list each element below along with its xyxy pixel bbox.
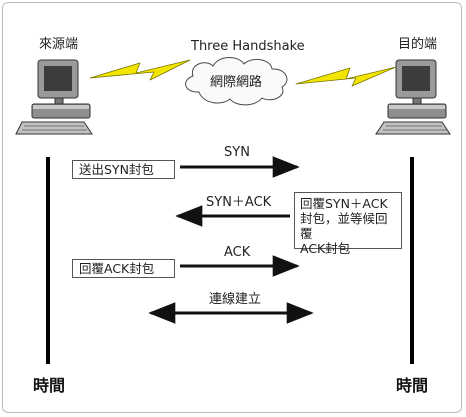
- syn-ack-label: SYN＋ACK: [206, 195, 272, 210]
- right-lightning-icon: [295, 66, 397, 87]
- left-lightning-icon: [89, 59, 191, 81]
- destination-label: 目的端: [398, 37, 438, 52]
- syn-label: SYN: [224, 145, 250, 160]
- destination-computer-icon: [375, 59, 451, 135]
- connection-established-label: 連線建立: [209, 292, 262, 307]
- diagram-title: Three Handshake: [191, 39, 305, 54]
- ack-label: ACK: [224, 245, 251, 260]
- ack-reply-note: 回覆ACK封包: [72, 259, 175, 278]
- source-label: 來源端: [39, 37, 79, 52]
- internet-cloud-icon: [185, 57, 288, 106]
- syn-ack-reply-note: 回覆SYN＋ACK 封包，並等候回覆 ACK封包: [294, 192, 402, 256]
- source-computer-icon: [15, 59, 93, 135]
- destination-time-label: 時間: [396, 376, 429, 395]
- source-time-label: 時間: [33, 376, 66, 395]
- send-syn-note: 送出SYN封包: [72, 160, 175, 179]
- network-label: 網際網路: [210, 75, 263, 90]
